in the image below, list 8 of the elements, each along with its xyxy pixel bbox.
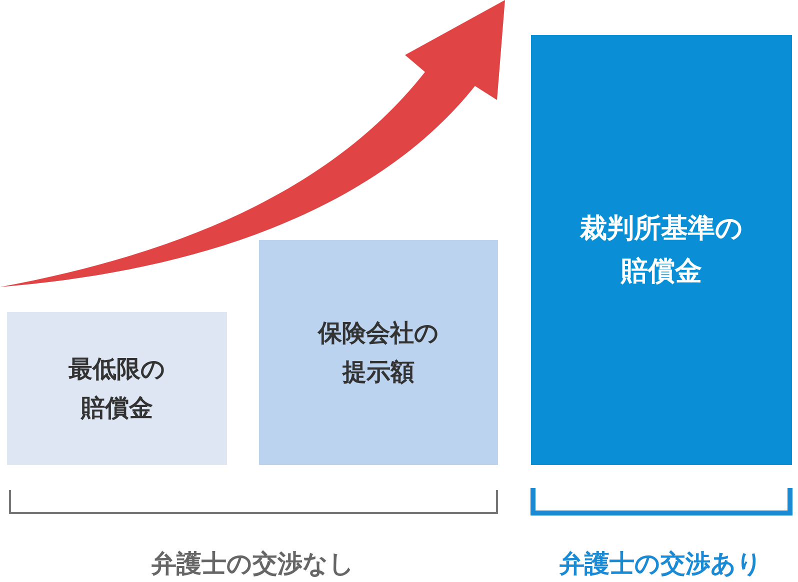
value-bar: [259, 240, 498, 465]
bar-label: 裁判所基準の賠償金: [578, 212, 744, 289]
value-bar: [531, 35, 792, 465]
group-label: 弁護士の交渉なし: [152, 548, 354, 580]
bar-label: 最低限の賠償金: [68, 354, 166, 424]
group-label: 弁護士の交渉あり: [560, 548, 762, 580]
bar-label: 保険会社の提示額: [316, 318, 440, 388]
value-bar: [7, 312, 227, 465]
